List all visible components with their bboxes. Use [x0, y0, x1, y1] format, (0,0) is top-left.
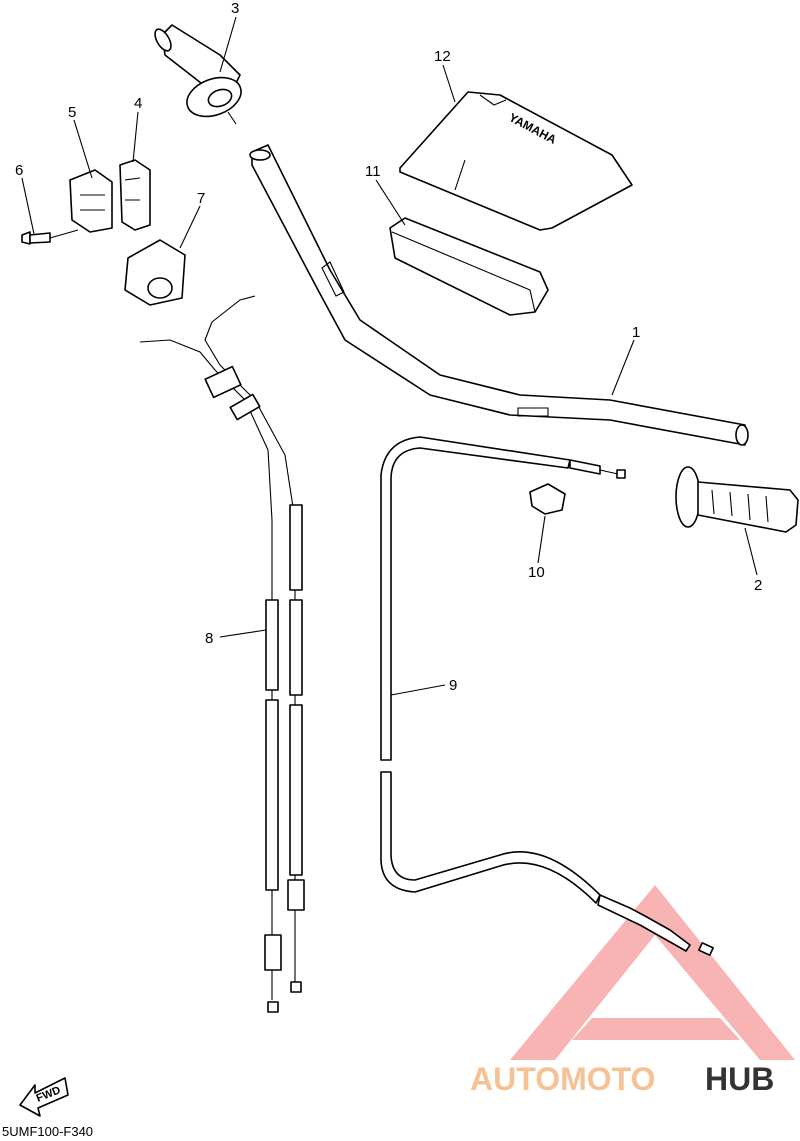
- leader-lines: [21, 16, 758, 696]
- handlebar-holder-upper: [119, 159, 151, 231]
- watermark-text-part2: HUB: [705, 1061, 774, 1097]
- holder-damper: [124, 239, 186, 306]
- watermark-logo: [510, 885, 795, 1060]
- callout-10: 10: [528, 564, 545, 581]
- bolt: [21, 229, 79, 245]
- cable-adjuster: [529, 483, 566, 515]
- handlebar-pad: [389, 217, 549, 316]
- callout-8: 8: [205, 630, 213, 647]
- callout-1: 1: [632, 324, 640, 341]
- callout-7: 7: [197, 190, 205, 207]
- pad-cover: YAMAHA: [399, 91, 633, 231]
- callout-6: 6: [15, 162, 23, 179]
- fwd-arrow-icon: FWD: [19, 1077, 69, 1117]
- clutch-cable: [380, 436, 714, 956]
- watermark-text: AUTOMOTO HUB: [470, 1061, 774, 1097]
- watermark-text-part1: AUTOMOTO: [470, 1061, 655, 1097]
- left-grip: [675, 466, 799, 533]
- drawing-code: 5UMF100-F340: [2, 1124, 94, 1139]
- callout-11: 11: [365, 163, 381, 180]
- handlebar: [249, 144, 749, 446]
- callout-4: 4: [134, 95, 142, 112]
- throttle-cable: [139, 295, 305, 1013]
- callout-9: 9: [449, 677, 457, 694]
- callout-2: 2: [754, 577, 762, 594]
- throttle-grip: [154, 24, 242, 125]
- callout-12: 12: [434, 48, 451, 65]
- callout-5: 5: [68, 104, 76, 121]
- handlebar-holder-lower: [69, 169, 113, 233]
- callout-3: 3: [231, 0, 239, 17]
